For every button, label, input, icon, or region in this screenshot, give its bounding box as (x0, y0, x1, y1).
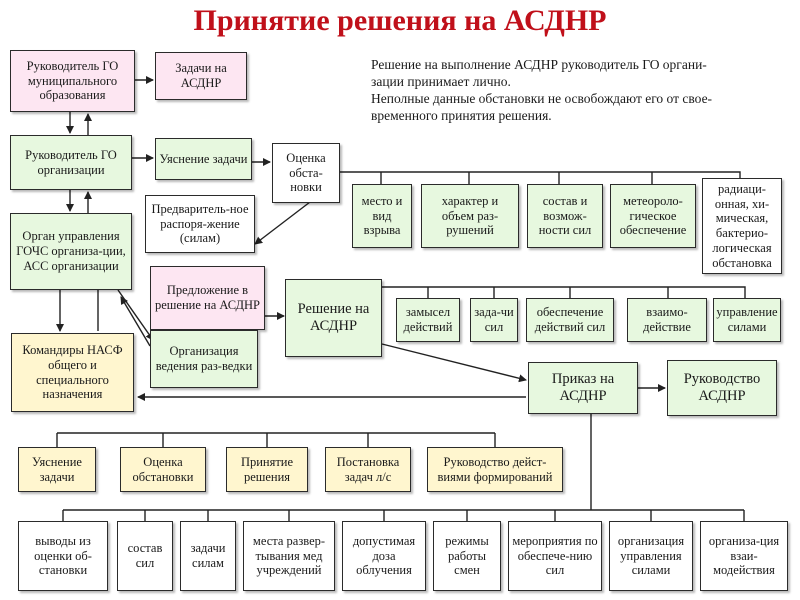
node-label: Командиры НАСФ общего и специального наз… (22, 343, 123, 402)
node-guidance[interactable]: Руководство АСДНР (667, 360, 777, 416)
factor-explosion[interactable]: место и вид взрыва (352, 184, 412, 248)
node-label: Руководитель ГО муниципального образован… (26, 58, 119, 103)
note-line-1: Решение на выполнение АСДНР руководитель… (371, 57, 707, 89)
node-head-organization[interactable]: Руководитель ГО организации (10, 135, 132, 190)
arrow-assess-to-prelim (254, 201, 311, 245)
order-item-control[interactable]: организация управления силами (609, 521, 693, 591)
order-item-shifts[interactable]: режимы работы смен (433, 521, 501, 591)
node-order[interactable]: Приказ на АСДНР (528, 362, 638, 414)
node-label: Предваритель-ное распоря-жение (силам) (151, 201, 249, 246)
node-label: Задачи на АСДНР (175, 61, 227, 90)
element-label: зада-чи сил (474, 305, 514, 334)
note-line-2: Неполные данные обстановки не освобождаю… (371, 91, 713, 123)
arrow-decision-to-order (381, 343, 527, 383)
factor-label: место и вид взрыва (361, 193, 403, 238)
step-label: Руководство дейст-виями формирований (437, 454, 553, 484)
node-proposal[interactable]: Предложение в решение на АСДНР (150, 266, 265, 330)
step-label: Постановка задач л/с (336, 454, 400, 484)
node-decision[interactable]: Решение на АСДНР (285, 279, 382, 357)
page-title: Принятие решения на АСДНР (193, 4, 607, 37)
step-label: Оценка обстановки (132, 454, 194, 484)
node-label: Организация ведения раз-ведки (155, 344, 253, 373)
node-assess-situation[interactable]: Оценка обста-новки (272, 143, 340, 203)
node-tasks[interactable]: Задачи на АСДНР (155, 52, 247, 100)
order-item-label: задачи силам (190, 541, 226, 570)
factor-label: радиаци-онная, хи-мическая, бактерио-лог… (712, 181, 772, 270)
node-label: Руководство АСДНР (683, 370, 761, 404)
node-management-body[interactable]: Орган управления ГОЧС организа-ции, АСС … (10, 213, 132, 290)
node-label: Решение на АСДНР (297, 300, 370, 334)
order-item-label: мероприятия по обеспече-нию сил (512, 533, 598, 578)
step-set-tasks[interactable]: Постановка задач л/с (325, 447, 411, 492)
node-label: Предложение в решение на АСДНР (154, 283, 260, 312)
step-clarify[interactable]: Уяснение задачи (18, 447, 96, 492)
node-label: Орган управления ГОЧС организа-ции, АСС … (16, 229, 126, 273)
order-item-label: выводы из оценки об-становки (34, 533, 92, 578)
order-item-interaction[interactable]: организа-ция взаи-модействия (700, 521, 788, 591)
trunk-decision-elements (382, 286, 746, 298)
factor-destruction[interactable]: характер и объем раз-рушений (421, 184, 519, 248)
order-item-label: состав сил (127, 541, 163, 570)
factor-forces[interactable]: состав и возмож-ности сил (527, 184, 603, 248)
node-label: Руководитель ГО организации (25, 147, 117, 177)
order-item-tasks[interactable]: задачи силам (180, 521, 236, 591)
order-item-label: организация управления силами (617, 533, 685, 578)
factor-meteo[interactable]: метеороло-гическое обеспечение (610, 184, 696, 248)
order-item-medical[interactable]: места развер-тывания мед учреждений (243, 521, 335, 591)
element-label: взаимо-действие (643, 305, 691, 334)
order-item-forces[interactable]: состав сил (117, 521, 173, 591)
step-lead[interactable]: Руководство дейст-виями формирований (427, 447, 563, 492)
element-label: замысел действий (403, 305, 453, 334)
step-assess[interactable]: Оценка обстановки (120, 447, 206, 492)
element-label: управление силами (716, 305, 778, 334)
order-item-label: организа-ция взаи-модействия (708, 533, 780, 578)
node-label: Уяснение задачи (159, 151, 248, 166)
order-item-label: режимы работы смен (445, 533, 489, 578)
trunk-assessment-factors (340, 171, 741, 178)
element-label: обеспечение действий сил (534, 305, 606, 334)
order-item-label: допустимая доза облучения (352, 533, 416, 578)
step-label: Уяснение задачи (32, 454, 82, 484)
arrow-recon-to-mgmt (120, 296, 151, 347)
node-label: Оценка обста-новки (286, 150, 326, 195)
order-item-dose[interactable]: допустимая доза облучения (342, 521, 426, 591)
element-interaction[interactable]: взаимо-действие (627, 298, 707, 342)
node-head-municipal[interactable]: Руководитель ГО муниципального образован… (10, 50, 135, 112)
order-item-support[interactable]: мероприятия по обеспече-нию сил (508, 521, 602, 591)
element-concept[interactable]: замысел действий (396, 298, 460, 342)
step-decide[interactable]: Принятие решения (226, 447, 308, 492)
step-label: Принятие решения (240, 454, 294, 484)
node-reconnaissance[interactable]: Организация ведения раз-ведки (150, 330, 258, 388)
factor-radiation[interactable]: радиаци-онная, хи-мическая, бактерио-лог… (702, 178, 782, 274)
factor-label: состав и возмож-ности сил (538, 193, 592, 238)
order-item-conclusions[interactable]: выводы из оценки об-становки (18, 521, 108, 591)
factor-label: характер и объем раз-рушений (441, 193, 499, 238)
node-commanders[interactable]: Командиры НАСФ общего и специального наз… (11, 333, 134, 412)
element-control[interactable]: управление силами (713, 298, 781, 342)
factor-label: метеороло-гическое обеспечение (619, 193, 687, 238)
decision-note: Решение на выполнение АСДНР руководитель… (371, 56, 776, 124)
element-support[interactable]: обеспечение действий сил (526, 298, 614, 342)
node-clarify-task[interactable]: Уяснение задачи (155, 138, 252, 180)
order-item-label: места развер-тывания мед учреждений (252, 533, 326, 578)
node-preliminary-order[interactable]: Предваритель-ное распоря-жение (силам) (145, 195, 255, 253)
node-label: Приказ на АСДНР (551, 370, 615, 404)
element-tasks[interactable]: зада-чи сил (470, 298, 518, 342)
